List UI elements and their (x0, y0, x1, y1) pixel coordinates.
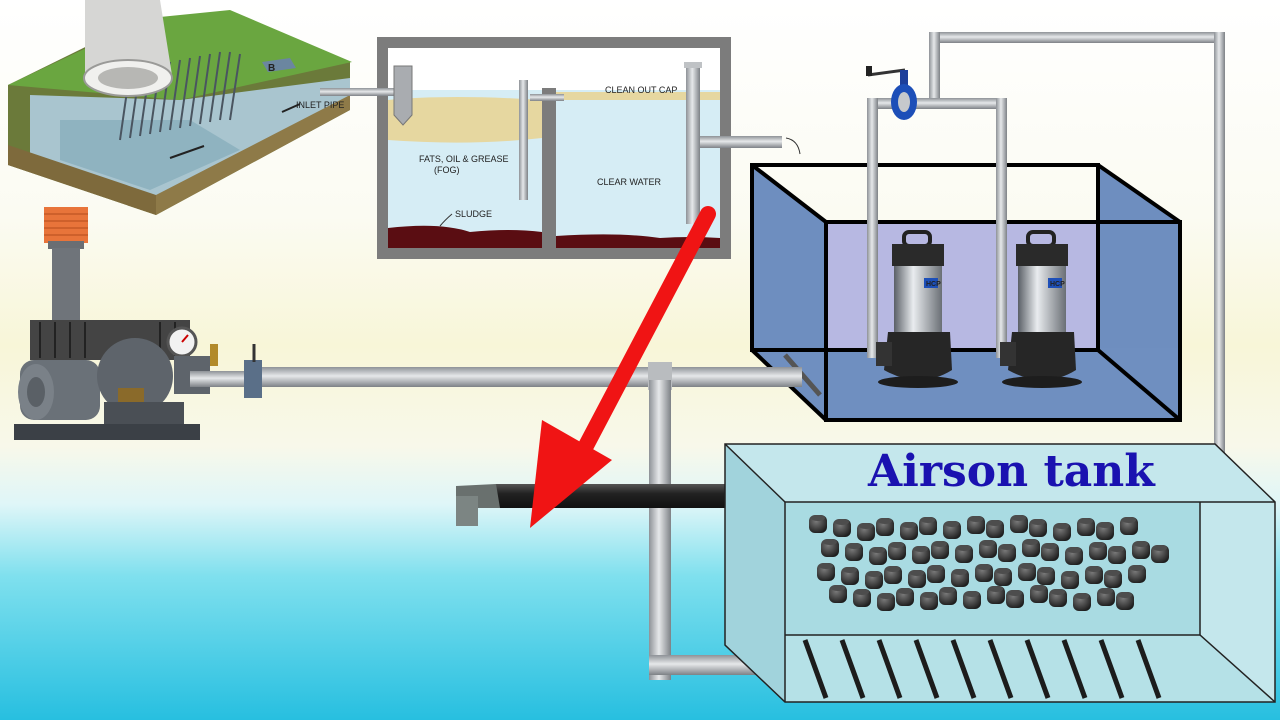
diffuser-icon (802, 639, 1162, 699)
bio-media-top (847, 543, 861, 549)
bio-media-top (831, 585, 845, 591)
bio-media-top (1079, 518, 1093, 524)
bio-media-top (1039, 567, 1053, 573)
discharge-pipes (867, 98, 1007, 358)
bio-media-top (859, 523, 873, 529)
inlet-pipe-black (456, 484, 728, 526)
bio-media-top (1063, 571, 1077, 577)
bio-media-top (1051, 589, 1065, 595)
bio-media-top (902, 522, 916, 528)
bio-media-top (988, 520, 1002, 526)
bar-screen-icon: B (8, 0, 352, 215)
bio-media-top (1012, 515, 1026, 521)
bio-media-top (996, 568, 1010, 574)
bio-media-top (914, 546, 928, 552)
bio-media-top (867, 571, 881, 577)
bio-media-top (957, 545, 971, 551)
bio-media-top (929, 565, 943, 571)
bio-media-top (989, 586, 1003, 592)
bio-media-top (1000, 544, 1014, 550)
bio-media-top (835, 519, 849, 525)
clear-water-label: CLEAR WATER (597, 177, 662, 187)
roots-blower-icon (14, 207, 262, 440)
bio-media-top (922, 592, 936, 598)
bio-media-top (819, 563, 833, 569)
airson-tank-title: Airson tank (868, 446, 1155, 497)
bio-media-top (1043, 543, 1057, 549)
bio-media-top (941, 587, 955, 593)
bio-media-top (1020, 563, 1034, 569)
bio-media-top (1122, 517, 1136, 523)
bio-media-top (1130, 565, 1144, 571)
bio-media-top (969, 516, 983, 522)
bio-media-top (1032, 585, 1046, 591)
bio-media-top (1075, 593, 1089, 599)
clean-out-cap-label: CLEAN OUT CAP (605, 85, 677, 95)
bio-media-top (1031, 519, 1045, 525)
screen-marker: B (268, 63, 275, 74)
bio-media-top (965, 591, 979, 597)
inlet-pipe-label: INLET PIPE (296, 100, 344, 110)
pump-brand-label: HCP (926, 281, 941, 288)
bio-media-top (1091, 542, 1105, 548)
bio-media-top (878, 518, 892, 524)
bio-media-top (898, 588, 912, 594)
bio-media-top (855, 589, 869, 595)
bio-media-top (890, 542, 904, 548)
bio-media-top (1008, 590, 1022, 596)
bio-media-top (1055, 523, 1069, 529)
bio-media-top (1110, 546, 1124, 552)
airson-tank (724, 443, 1276, 703)
bio-media-top (1106, 570, 1120, 576)
sludge-label: SLUDGE (455, 209, 492, 219)
bio-media-top (1067, 547, 1081, 553)
bio-media-top (933, 541, 947, 547)
bio-media-top (977, 564, 991, 570)
bio-media-top (1118, 592, 1132, 598)
bio-media-top (921, 517, 935, 523)
fog-abbr-label: (FOG) (434, 165, 460, 175)
bio-media-top (811, 515, 825, 521)
bio-media-top (1099, 588, 1113, 594)
bio-media-top (871, 547, 885, 553)
bio-media-top (1024, 539, 1038, 545)
bio-media-top (910, 570, 924, 576)
bio-media-top (1134, 541, 1148, 547)
bio-media-top (981, 540, 995, 546)
bio-media-top (823, 539, 837, 545)
pump-brand-label: HCP (1050, 281, 1065, 288)
flow-arrow-icon (530, 206, 716, 528)
return-pipe (929, 32, 1225, 484)
bio-media-top (1087, 566, 1101, 572)
bio-media-top (953, 569, 967, 575)
submersible-pump-icon: HCP HCP (876, 230, 1082, 388)
grease-trap-icon (320, 37, 801, 259)
bio-media-top (1098, 522, 1112, 528)
bio-media-icon (809, 515, 1169, 611)
bio-media-top (843, 567, 857, 573)
butterfly-valve-icon[interactable] (866, 66, 917, 120)
bio-media-top (945, 521, 959, 527)
bio-media-top (1153, 545, 1167, 551)
bio-media-top (886, 566, 900, 572)
pump-tank (750, 163, 1182, 422)
fog-label: FATS, OIL & GREASE (419, 154, 509, 164)
bio-media-top (879, 593, 893, 599)
